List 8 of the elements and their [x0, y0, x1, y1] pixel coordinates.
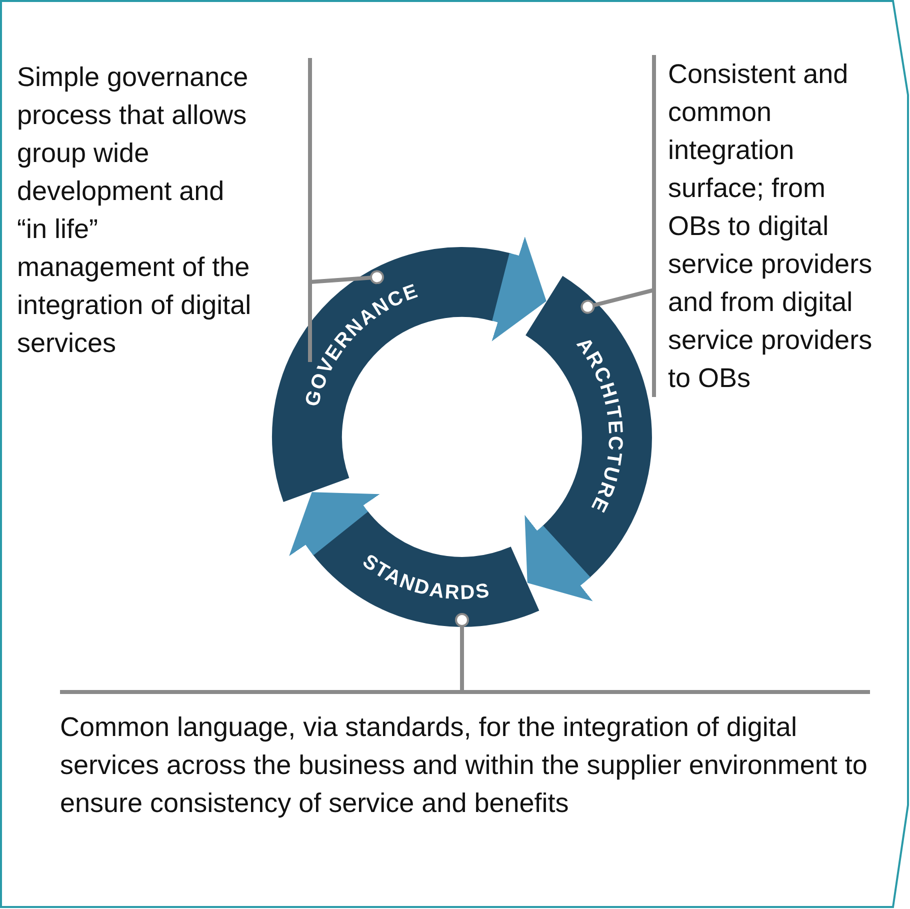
description-text: Simple governance process that allows group wide development and “in life” management of the integration of digital services	[17, 58, 312, 362]
cycle-arrow	[492, 236, 546, 342]
description-text: Common language, via standards, for the integration of digital services across the business and within the supplier environment to ensure consistency of service and benefits	[60, 690, 870, 822]
cycle-arrow	[524, 515, 594, 601]
cycle-arrow	[289, 492, 380, 557]
leader-line	[580, 288, 654, 314]
leader-line	[455, 613, 469, 692]
description-text: Consistent and common integration surface; from OBs to digital service providers and from digital service providers to OBs	[652, 55, 880, 397]
